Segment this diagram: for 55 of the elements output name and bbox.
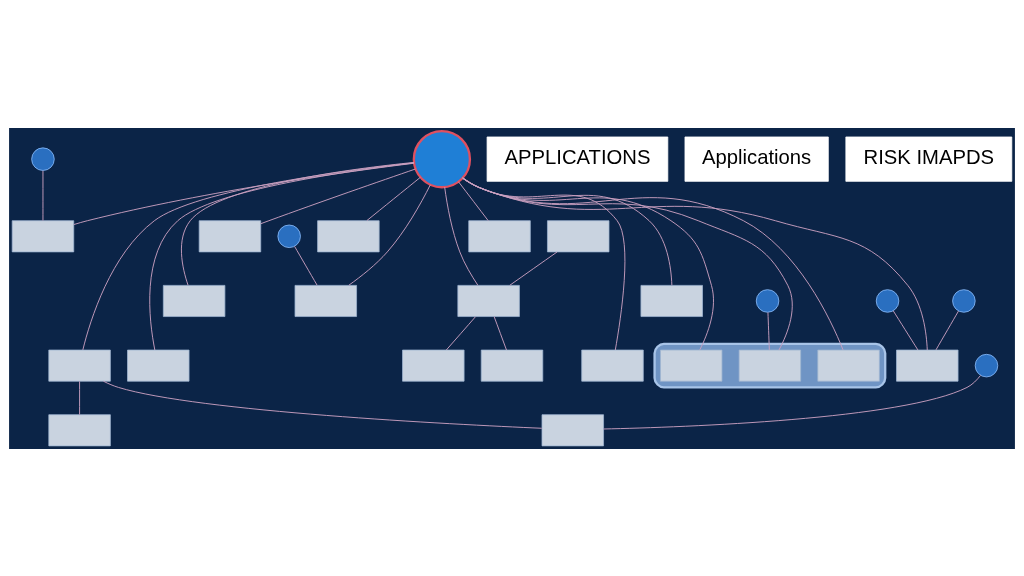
node-circle <box>755 288 780 313</box>
connector <box>458 180 489 221</box>
node-box <box>547 219 610 252</box>
connector <box>82 161 415 350</box>
node-circle <box>277 224 301 248</box>
node-box <box>11 219 75 252</box>
connector <box>366 176 421 221</box>
connector <box>462 177 673 286</box>
node-box <box>127 349 190 382</box>
label: RISK IMAPDS <box>863 145 995 168</box>
connector <box>444 186 479 286</box>
connector <box>935 310 959 350</box>
label: APPLICATIONS <box>504 145 651 168</box>
node-box <box>48 413 111 446</box>
node-box <box>402 349 465 382</box>
connector <box>348 183 431 286</box>
connector <box>73 162 415 225</box>
node-box <box>480 349 544 382</box>
node-box <box>457 284 520 317</box>
node-box <box>294 284 357 317</box>
connector <box>149 162 415 350</box>
node-box <box>198 219 262 252</box>
node-circle <box>974 353 999 377</box>
label: Applications <box>702 145 812 168</box>
node-box <box>162 284 226 317</box>
node-circle <box>875 288 900 313</box>
connector <box>445 315 476 350</box>
connector <box>294 245 318 286</box>
node-circle <box>952 288 976 313</box>
connector <box>79 380 81 415</box>
connector <box>181 161 415 286</box>
connector <box>42 169 44 221</box>
connector <box>462 176 626 350</box>
node-box <box>48 349 111 382</box>
node-box <box>541 413 604 446</box>
cluster <box>653 342 887 389</box>
node-box <box>317 219 380 252</box>
connector <box>493 315 507 350</box>
connector <box>103 380 543 429</box>
connector <box>462 177 714 350</box>
connector <box>767 311 770 350</box>
node-box <box>660 349 723 382</box>
node-box <box>581 349 644 382</box>
connector <box>603 374 981 429</box>
node-circle <box>31 147 55 171</box>
node-box <box>640 284 703 317</box>
node-box <box>738 349 802 382</box>
node-box <box>817 349 880 382</box>
node-box <box>468 219 531 252</box>
connector <box>509 251 558 286</box>
node-circle <box>412 129 472 188</box>
node-box <box>896 349 959 382</box>
connector <box>892 309 919 350</box>
connector <box>462 177 928 350</box>
connector <box>260 168 416 224</box>
